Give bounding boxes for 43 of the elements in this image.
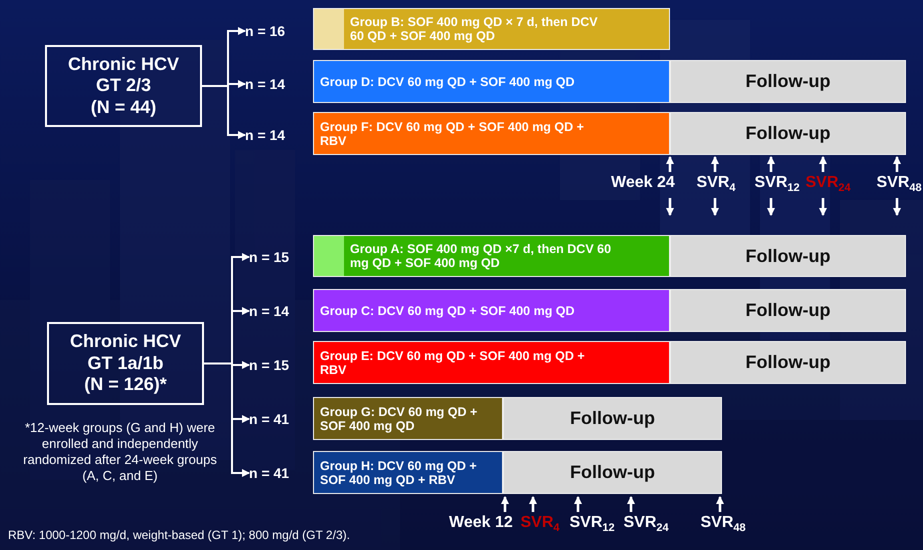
timepoint-label: SVR$_{48}$ xyxy=(876,174,922,194)
footnote: RBV: 1000-1200 mg/d, weight-based (GT 1); 800 mg/d (GT 2/3). xyxy=(8,527,350,543)
treatment-bar: Group C: DCV 60 mg QD + SOF 400 mg QD xyxy=(313,289,670,332)
population-text: GT 2/3 xyxy=(94,75,152,97)
footnote: *12-week groups (G and H) were enrolled and independently randomized after 24-week groups (A, C, and E) xyxy=(22,420,218,484)
follow-up-bar: Follow-up xyxy=(670,235,906,277)
treatment-bar: Group B: SOF 400 mg QD × 7 d, then DCV 60 QD + SOF 400 mg QD xyxy=(313,8,670,50)
population-text: GT 1a/1b xyxy=(86,352,165,374)
treatment-bar: Group F: DCV 60 mg QD + SOF 400 mg QD + RBV xyxy=(313,112,670,155)
timepoint-label: Week 24 xyxy=(611,174,675,192)
timepoint-label: SVR$_{12}$ xyxy=(754,174,800,194)
sample-size-text: n = 14 xyxy=(249,302,309,320)
sample-size-text: n = 16 xyxy=(245,22,305,40)
timepoint-label: SVR$_{12}$ xyxy=(570,514,615,534)
population-text: (N = 44) xyxy=(90,96,158,118)
sample-size-text: n = 41 xyxy=(249,464,309,482)
follow-up-bar: Follow-up xyxy=(670,112,906,155)
timepoint-label: Week 12 xyxy=(449,514,513,532)
sample-size-text: n = 41 xyxy=(249,410,309,428)
sample-size-text: n = 15 xyxy=(249,248,309,266)
follow-up-bar: Follow-up xyxy=(670,60,906,103)
sample-size-text: n = 14 xyxy=(245,126,305,144)
sample-size-text: n = 14 xyxy=(245,75,305,93)
treatment-bar: Group H: DCV 60 mg QD + SOF 400 mg QD + RBV xyxy=(313,451,503,494)
population-box xyxy=(45,45,202,127)
timepoint-label: SVR$_{24}$ xyxy=(624,514,669,534)
treatment-bar: Group E: DCV 60 mg QD + SOF 400 mg QD + RBV xyxy=(313,341,670,384)
follow-up-bar: Follow-up xyxy=(503,451,722,494)
sample-size-text: n = 15 xyxy=(249,356,309,374)
timepoint-label: SVR$_{24}$ xyxy=(806,174,851,194)
population-text: (N = 126)* xyxy=(83,374,168,396)
treatment-bar: Group A: SOF 400 mg QD ×7 d, then DCV 60 mg QD + SOF 400 mg QD xyxy=(313,235,670,277)
follow-up-bar: Follow-up xyxy=(670,289,906,332)
population-box xyxy=(47,322,204,405)
follow-up-bar: Follow-up xyxy=(503,397,722,440)
timepoint-label: SVR$_{4}$ xyxy=(520,514,560,534)
treatment-bar: Group D: DCV 60 mg QD + SOF 400 mg QD xyxy=(313,60,670,103)
follow-up-bar: Follow-up xyxy=(670,341,906,384)
population-text: Chronic HCV xyxy=(66,54,180,76)
timepoint-label: SVR$_{4}$ xyxy=(696,174,736,194)
treatment-bar: Group G: DCV 60 mg QD + SOF 400 mg QD xyxy=(313,397,503,440)
population-text: Chronic HCV xyxy=(68,331,182,353)
timepoint-label: SVR$_{48}$ xyxy=(700,514,746,534)
